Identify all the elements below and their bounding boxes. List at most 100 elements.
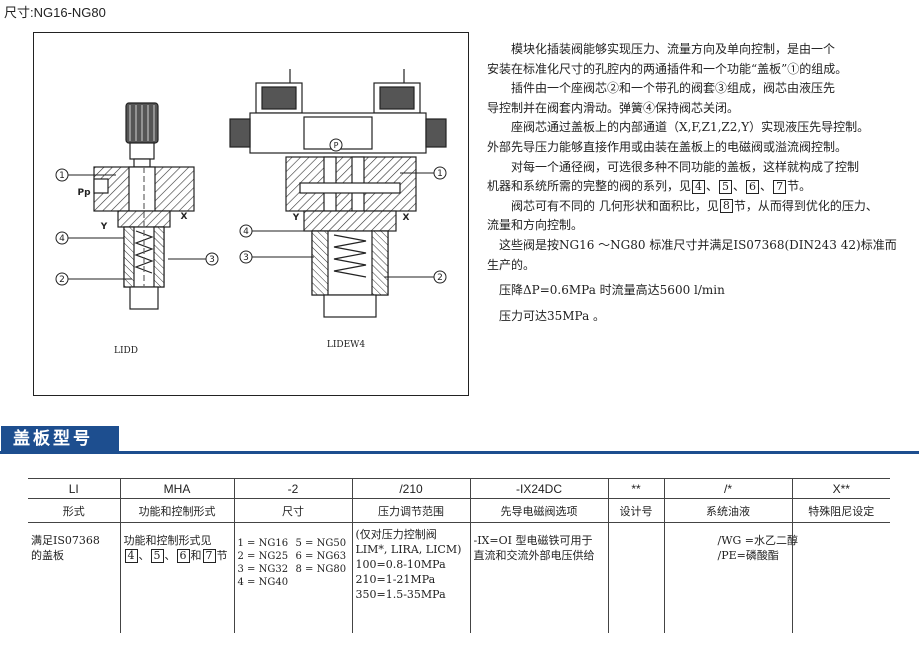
head-fluid: 系统油液 <box>664 498 793 523</box>
callout-right-1: 1 <box>437 169 443 179</box>
section-ref-4: 4 <box>692 179 706 194</box>
ref-separator: 、 <box>760 179 773 194</box>
ref-separator: 、 <box>733 179 746 194</box>
form-line-1: 满足IS07368 <box>31 534 100 547</box>
pilot-detail: -IX=OI 型电磁铁可用于 直流和交流外部电压供给 <box>470 522 609 633</box>
callout-right-3: 3 <box>243 253 249 263</box>
left-valve-lidd <box>93 102 195 310</box>
function-line-1: 功能和控制形式见 <box>123 534 212 547</box>
desc-p4-pre: 机器和系统所需的完整的阀的系列，见 <box>487 179 692 194</box>
desc-p5-post: 节，从而得到优化的压力、 <box>733 198 878 213</box>
pressure-note-1: (仅对压力控制阀 <box>355 528 437 541</box>
desc-max-pressure: 压力可达35MPa 。 <box>499 308 606 323</box>
desc-pressure-drop: 压降ΔP=0.6MPa 时流量高达5600 l/min <box>499 283 725 298</box>
size-item: 4 = NG40 <box>237 577 289 588</box>
port-y-right-label: Y <box>292 213 300 223</box>
section-ref-7: 7 <box>773 179 787 194</box>
size-grid: 1 = NG16 5 = NG50 2 = NG25 6 = NG63 3 = … <box>238 533 349 589</box>
section-ref-5: 5 <box>719 179 733 194</box>
callout-right-4: 4 <box>243 227 249 237</box>
size-item: 2 = NG25 <box>237 551 289 562</box>
function-ref-7: 7 <box>202 549 216 563</box>
size-item: 1 = NG16 <box>237 538 289 549</box>
code-size: -2 <box>234 478 353 499</box>
damping-detail <box>792 523 890 633</box>
callout-left-2: 2 <box>59 275 65 285</box>
size-item <box>296 576 354 589</box>
section-title: 盖板型号 <box>1 426 119 452</box>
head-function: 功能和控制形式 <box>120 498 235 523</box>
head-pressure: 压力调节范围 <box>352 498 471 523</box>
function-ref-6: 6 <box>176 549 190 563</box>
desc-p2-line1: 插件由一个座阀芯②和一个带孔的阀套③组成，阀芯由液压先 <box>511 81 836 96</box>
valve-cross-section-drawing: 1 4 2 3 1 4 3 2 P Pp Y X Y X LIDD LIDEW4 <box>55 69 447 356</box>
pilot-line-1: -IX=OI 型电磁铁可用于 <box>473 534 593 547</box>
design-detail <box>608 522 665 633</box>
right-valve-lidew4 <box>229 69 447 318</box>
fluid-detail: /WG =水乙二醇 /PE=磷酸酯 <box>664 522 799 633</box>
callout-left-1: 1 <box>59 171 65 181</box>
head-form: 形式 <box>28 498 121 523</box>
head-size: 尺寸 <box>234 498 353 523</box>
desc-p1-line2: 安装在标准化尺寸的孔腔内的两通插件和一个功能“盖板”①的组成。 <box>487 61 848 76</box>
size-item: 6 = NG63 <box>295 551 347 562</box>
ref-separator: 、 <box>706 179 719 194</box>
right-valve-caption: LIDEW4 <box>327 340 366 350</box>
head-damping: 特殊阻尼设定 <box>792 498 890 523</box>
form-line-2: 的盖板 <box>31 549 64 562</box>
desc-p6-line1: 这些阀是按NG16 ～NG80 标准尺寸并满足IS07368(DIN243 42… <box>499 237 897 252</box>
pilot-line-2: 直流和交流外部电压供给 <box>473 549 595 562</box>
callout-left-3: 3 <box>209 255 215 265</box>
size-title: 尺寸:NG16-NG80 <box>4 5 106 20</box>
head-design: 设计号 <box>608 498 665 523</box>
pressure-note-2: LIM*, LIRA, LICM) <box>355 543 462 556</box>
head-pilot: 先导电磁阀选项 <box>470 498 609 523</box>
ref-separator: 、 <box>138 549 150 562</box>
desc-p2-line2: 导控制并在阀套内滑动。弹簧④保持阀芯关闭。 <box>487 100 740 115</box>
code-damping: X** <box>792 478 890 499</box>
pressure-range-100: 100=0.8-10MPa <box>355 558 446 571</box>
valve-drawing-frame: 1 4 2 3 1 4 3 2 P Pp Y X Y X LIDD LIDEW4 <box>33 32 469 396</box>
port-pp-label: Pp <box>77 188 91 198</box>
port-p-label: P <box>334 141 339 150</box>
fluid-line-wg: /WG =水乙二醇 <box>717 534 799 547</box>
port-x-right-label: X <box>403 213 410 223</box>
section-ref-6: 6 <box>746 179 760 194</box>
left-valve-caption: LIDD <box>114 346 138 356</box>
ref-separator: 、 <box>164 549 176 562</box>
callout-right-2: 2 <box>437 273 443 283</box>
ref-and: 和 <box>190 549 202 562</box>
code-design: ** <box>608 478 665 499</box>
pressure-range-350: 350=1.5-35MPa <box>355 588 446 601</box>
form-detail: 满足IS07368 的盖板 <box>28 522 121 633</box>
function-post: 节 <box>216 549 228 562</box>
desc-p3-line1: 座阀芯通过盖板上的内部通道（X,F,Z1,Z2,Y）实现液压先导控制。 <box>511 120 870 135</box>
size-item: 5 = NG50 <box>295 538 347 549</box>
desc-p4-line1: 对每一个通径阀，可选很多种不同功能的盖板，这样就构成了控制 <box>511 159 860 174</box>
code-function: MHA <box>120 478 235 499</box>
desc-p4-post: 节。 <box>787 179 812 194</box>
cover-model-code-table: LI MHA -2 /210 -IX24DC ** /* X** 形式 功能和控… <box>28 478 890 633</box>
code-fluid: /* <box>664 478 793 499</box>
desc-p6-line2: 生产的。 <box>487 257 536 272</box>
header-row: 形式 功能和控制形式 尺寸 压力调节范围 先导电磁阀选项 设计号 系统油液 特殊… <box>28 498 890 523</box>
port-y-left-label: Y <box>100 222 108 232</box>
desc-p5-pre: 阀芯可有不同的 几何形状和面积比，见 <box>511 198 719 213</box>
code-pilot: -IX24DC <box>470 478 609 499</box>
desc-p1-line1: 模块化插装阀能够实现压力、流量方向及单向控制，是由一个 <box>511 42 836 56</box>
size-item: 3 = NG32 <box>237 564 289 575</box>
function-ref-4: 4 <box>124 549 138 563</box>
pressure-detail: (仅对压力控制阀 LIM*, LIRA, LICM) 100=0.8-10MPa… <box>352 522 471 633</box>
size-detail: 1 = NG16 5 = NG50 2 = NG25 6 = NG63 3 = … <box>234 522 353 633</box>
port-x-left-label: X <box>181 212 188 222</box>
function-ref-5: 5 <box>150 549 164 563</box>
description-text: 模块化插装阀能够实现压力、流量方向及单向控制，是由一个 安装在标准化尺寸的孔腔内… <box>487 40 915 326</box>
callout-left-4: 4 <box>59 234 65 244</box>
pressure-range-210: 210=1-21MPa <box>355 573 436 586</box>
section-ref-8: 8 <box>719 199 733 214</box>
